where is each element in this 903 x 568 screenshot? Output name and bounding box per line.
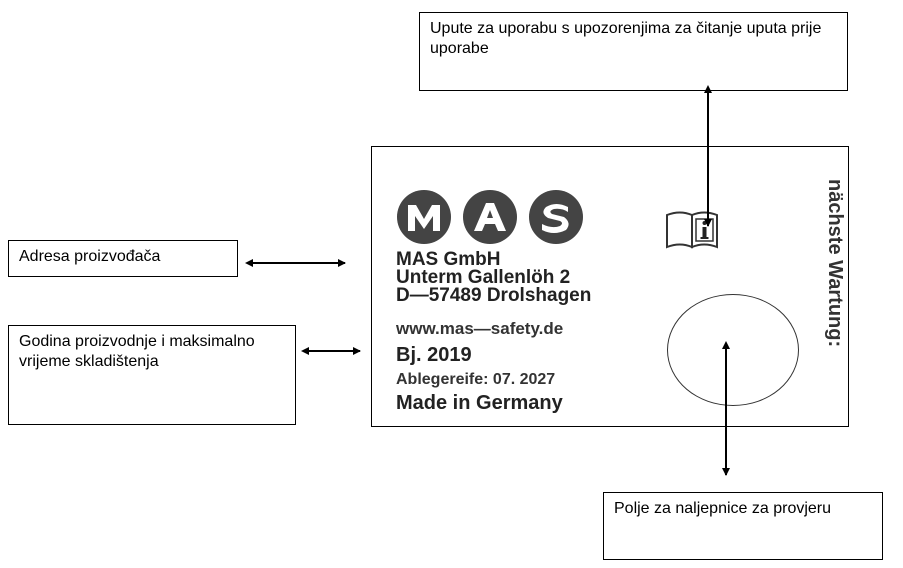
discard-date: Ablegereife: 07. 2027 <box>396 371 556 388</box>
production-year: Bj. 2019 <box>396 344 472 366</box>
callout-instructions: Upute za uporabu s upozorenjima za čitan… <box>419 12 848 91</box>
street-address: Unterm Gallenlöh 2 <box>396 267 571 288</box>
callout-production-year: Godina proizvodnje i maksimalno vrijeme … <box>8 325 296 425</box>
city-address: D—57489 Drolshagen <box>396 285 592 306</box>
product-label: MAS GmbH Unterm Gallenlöh 2 D—57489 Drol… <box>371 146 849 427</box>
company-name: MAS GmbH <box>396 249 501 270</box>
inspection-sticker-field <box>667 294 799 406</box>
callout-instructions-text: Upute za uporabu s upozorenjima za čitan… <box>430 20 822 57</box>
manufacturer-address: MAS GmbH Unterm Gallenlöh 2 D—57489 Drol… <box>396 249 592 306</box>
made-in: Made in Germany <box>396 392 563 414</box>
callout-manufacturer-address: Adresa proizvođača <box>8 240 238 277</box>
callout-address-text: Adresa proizvođača <box>19 248 161 265</box>
callout-sticker-text: Polje za naljepnice za provjeru <box>614 500 832 517</box>
mas-logo <box>397 190 583 244</box>
callout-year-text: Godina proizvodnje i maksimalno vrijeme … <box>19 333 255 370</box>
website: www.mas—safety.de <box>396 319 564 338</box>
book-info-icon <box>666 211 718 249</box>
callout-inspection-sticker: Polje za naljepnice za provjeru <box>603 492 883 560</box>
